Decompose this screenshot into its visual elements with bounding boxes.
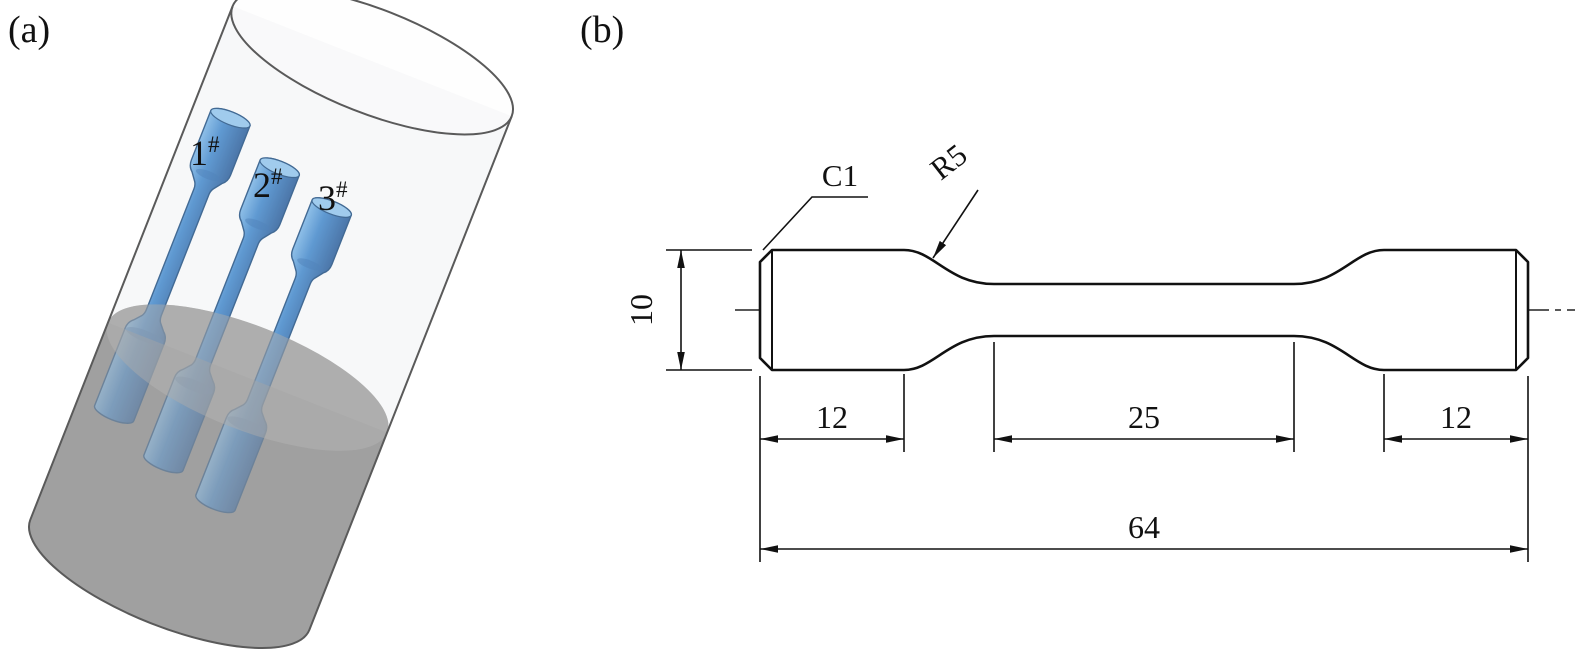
glass-sheen (28, 6, 512, 649)
glass-outline (27, 5, 513, 650)
panel-a-label: (a) (8, 9, 50, 51)
specimen-3-label: 3# (318, 177, 348, 218)
specimen-2-label: 2# (253, 164, 283, 205)
panel-b-label: (b) (580, 9, 624, 51)
specimen-1-label: 1# (190, 132, 220, 173)
fillet-leader (932, 189, 979, 259)
specimen-outline (758, 248, 1530, 372)
dim-left-grip: 12 (816, 399, 848, 435)
callout-fillet-radius: R5 (924, 137, 974, 187)
cylinder-top-rim (230, 0, 515, 136)
dim-height: 10 (623, 294, 659, 326)
dim-total: 64 (1128, 509, 1160, 545)
dim-right-grip: 12 (1440, 399, 1472, 435)
callout-chamfer: C1 (822, 158, 858, 193)
extension-lines (666, 249, 1529, 562)
dimension-lines (677, 250, 1528, 553)
liquid-surface-overlay (106, 304, 389, 451)
chamfer-leader (762, 196, 868, 251)
dim-gauge: 25 (1128, 399, 1160, 435)
panel-b: (b) 10 12 2 (580, 9, 1575, 562)
panel-a: (a) 1# 2# 3# (8, 0, 515, 650)
tilted-cylinder-group (27, 0, 515, 650)
